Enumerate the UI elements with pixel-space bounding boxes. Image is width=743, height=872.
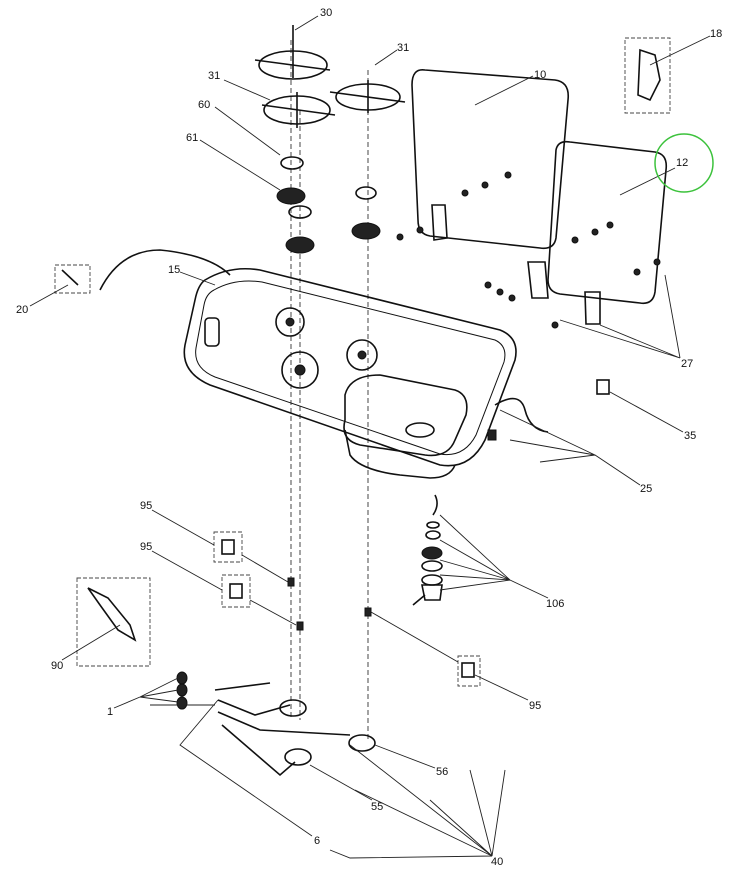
plug-35[interactable] bbox=[596, 379, 610, 395]
label-part-31[interactable]: 31 bbox=[397, 42, 409, 54]
burner-cap[interactable] bbox=[288, 205, 312, 219]
knob[interactable] bbox=[176, 696, 188, 710]
hinge-box-18 bbox=[624, 37, 671, 114]
valve-box-90 bbox=[76, 577, 151, 667]
knob[interactable] bbox=[176, 683, 188, 697]
label-part-35[interactable]: 35 bbox=[684, 430, 696, 442]
burner-cap-right[interactable] bbox=[355, 186, 377, 200]
label-part-40[interactable]: 40 bbox=[491, 856, 503, 868]
glass-lid-12[interactable] bbox=[547, 140, 668, 305]
hob-sink-unit-15[interactable] bbox=[183, 267, 517, 479]
label-part-95[interactable]: 95 bbox=[140, 541, 152, 553]
label-part-10[interactable]: 10 bbox=[534, 69, 546, 81]
gas-pipe-assembly[interactable] bbox=[214, 682, 376, 777]
leader-lines bbox=[29, 15, 711, 859]
glass-lid-10[interactable] bbox=[411, 68, 570, 250]
knob[interactable] bbox=[176, 671, 188, 685]
hob-burner[interactable] bbox=[275, 307, 305, 337]
label-part-106[interactable]: 106 bbox=[546, 598, 564, 610]
nozzle-95a[interactable] bbox=[221, 539, 235, 555]
drain-assembly-106[interactable] bbox=[412, 494, 443, 606]
label-part-15[interactable]: 15 bbox=[168, 264, 180, 276]
nozzle-95b[interactable] bbox=[229, 583, 243, 599]
label-part-56[interactable]: 56 bbox=[436, 766, 448, 778]
label-part-12[interactable]: 12 bbox=[676, 157, 688, 169]
injector bbox=[364, 607, 372, 617]
burner-head-right[interactable] bbox=[351, 222, 381, 240]
drain-hose-25[interactable] bbox=[494, 397, 549, 433]
label-part-6[interactable]: 6 bbox=[314, 835, 320, 847]
cable bbox=[99, 249, 231, 291]
label-part-90[interactable]: 90 bbox=[51, 660, 63, 672]
label-part-1[interactable]: 1 bbox=[107, 706, 113, 718]
hob-burner[interactable] bbox=[281, 351, 319, 389]
label-part-55[interactable]: 55 bbox=[371, 801, 383, 813]
connector-20[interactable] bbox=[61, 269, 79, 286]
label-part-95[interactable]: 95 bbox=[140, 500, 152, 512]
label-part-30[interactable]: 30 bbox=[320, 7, 332, 19]
highlight-circle-part-12 bbox=[654, 133, 714, 193]
nozzle-box-95b bbox=[221, 574, 251, 608]
burner-grate-small-right[interactable] bbox=[329, 80, 406, 113]
label-part-61[interactable]: 61 bbox=[186, 132, 198, 144]
label-part-18[interactable]: 18 bbox=[710, 28, 722, 40]
injector bbox=[287, 577, 295, 587]
label-part-60[interactable]: 60 bbox=[198, 99, 210, 111]
nozzle-box-95c bbox=[457, 655, 481, 687]
screws bbox=[396, 171, 661, 329]
hinge-18[interactable] bbox=[637, 48, 661, 102]
label-part-27[interactable]: 27 bbox=[681, 358, 693, 370]
nozzle-95c[interactable] bbox=[461, 662, 475, 678]
lid-hinge-3[interactable] bbox=[584, 291, 601, 325]
clip bbox=[487, 429, 497, 441]
connector-box-20 bbox=[54, 264, 91, 294]
label-part-20[interactable]: 20 bbox=[16, 304, 28, 316]
burner-grate-large[interactable] bbox=[254, 25, 331, 80]
label-part-25[interactable]: 25 bbox=[640, 483, 652, 495]
gas-valve-90[interactable] bbox=[87, 587, 137, 642]
burner-head-61[interactable] bbox=[276, 187, 306, 205]
lid-hinge-2[interactable] bbox=[527, 261, 549, 299]
burner-grate-small-left[interactable] bbox=[261, 92, 336, 128]
burner-cap-60[interactable] bbox=[280, 156, 304, 170]
label-part-95[interactable]: 95 bbox=[529, 700, 541, 712]
label-part-31[interactable]: 31 bbox=[208, 70, 220, 82]
lid-hinge[interactable] bbox=[431, 204, 448, 241]
burner-head[interactable] bbox=[285, 236, 315, 254]
injector bbox=[296, 621, 304, 631]
nozzle-box-95a bbox=[213, 531, 243, 563]
hob-burner[interactable] bbox=[346, 339, 378, 371]
